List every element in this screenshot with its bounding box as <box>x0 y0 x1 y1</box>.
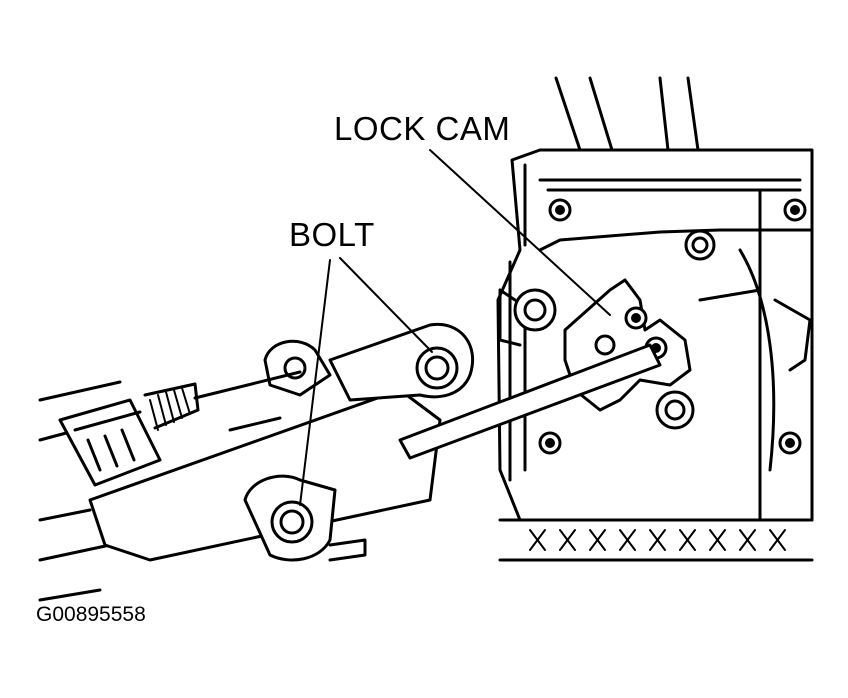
cable-column-assembly <box>38 322 475 602</box>
shifter-housing <box>496 76 814 562</box>
bolt-label: BOLT <box>289 216 375 253</box>
lock-cam-label: LOCK CAM <box>334 110 511 147</box>
linkage-rod <box>398 343 662 460</box>
callout-leaders <box>299 149 611 506</box>
figure-id: G00895558 <box>36 603 146 626</box>
